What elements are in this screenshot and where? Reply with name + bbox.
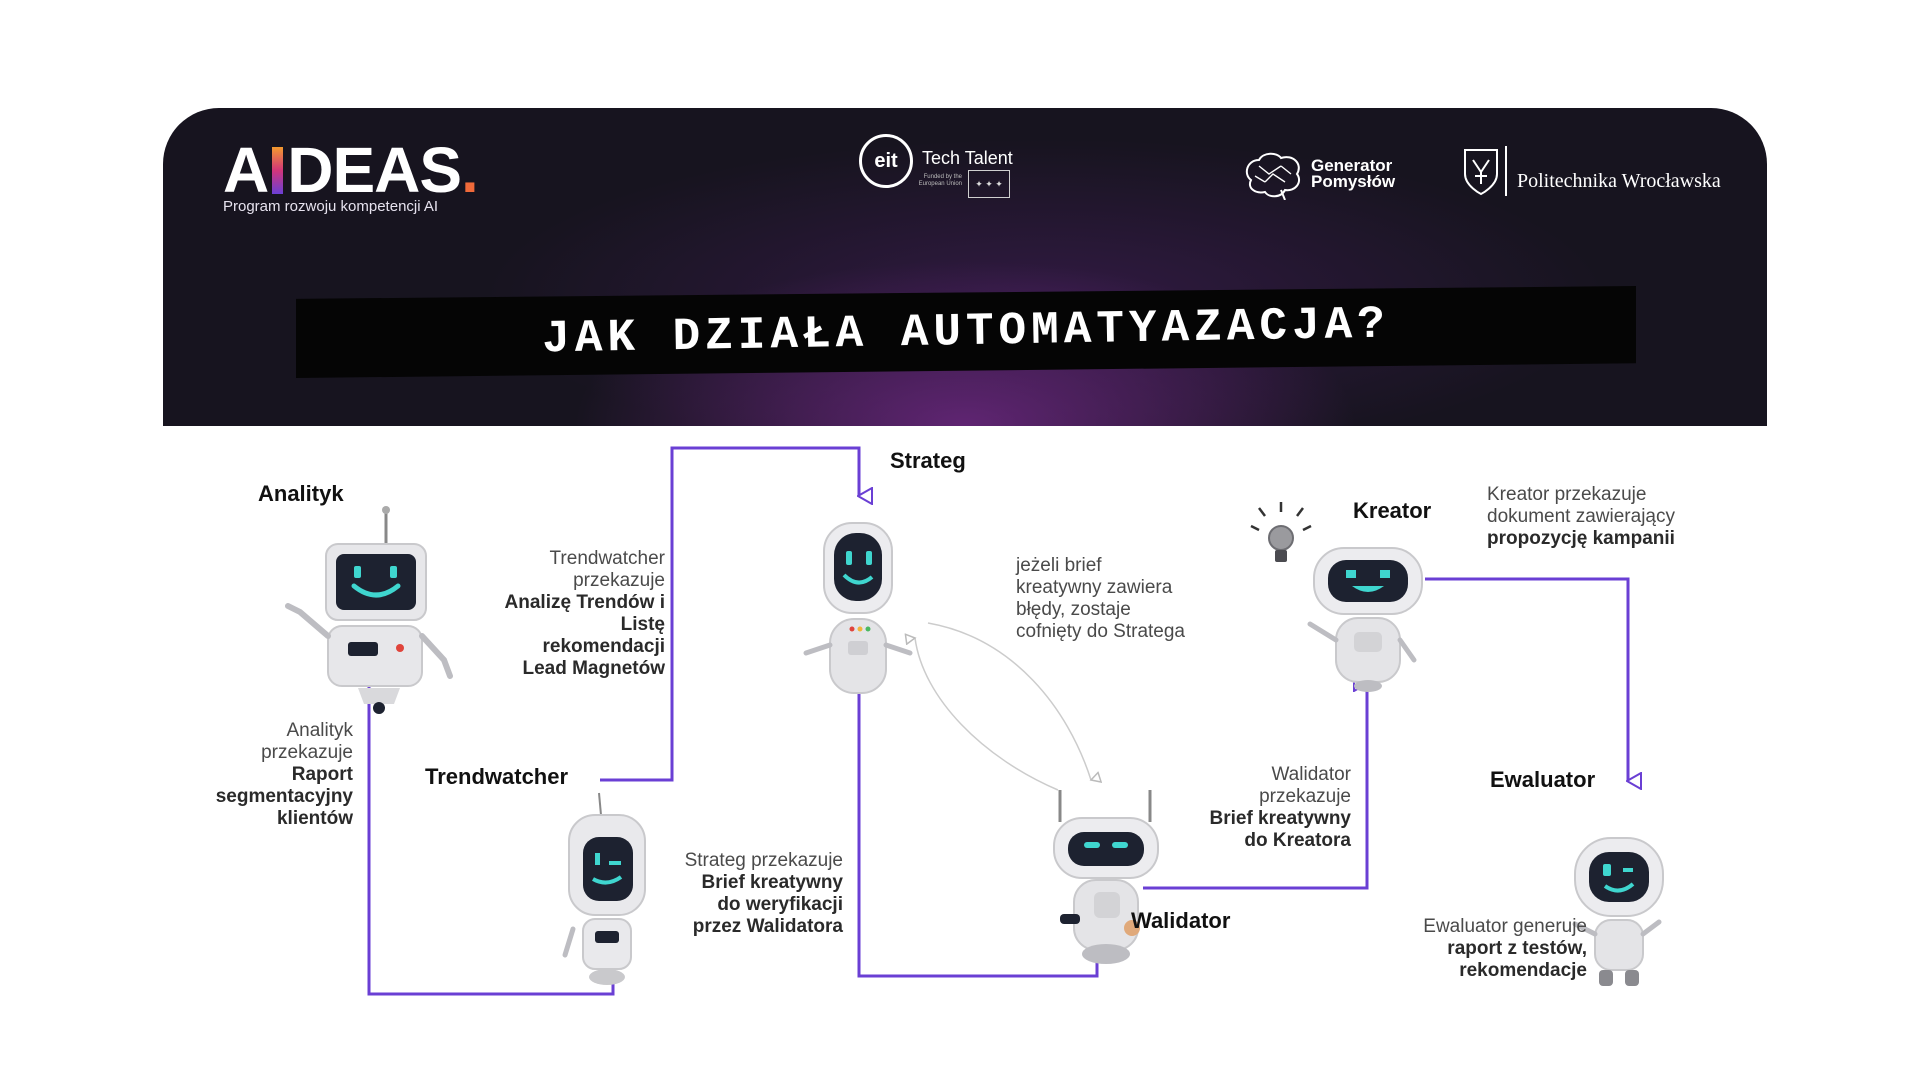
role-name-analityk: Analityk [258, 481, 344, 506]
flow-arrow-trendwatcher-strateg [600, 446, 859, 782]
feedback-arrow-to-strateg [915, 638, 1059, 791]
robot-icon-walidator [1053, 790, 1159, 964]
flow-arrow-kreator-ewaluator [1425, 577, 1628, 781]
eu-flag-icon: ✦ ✦ ✦ [968, 170, 1010, 198]
robot-icon-kreator [1307, 547, 1423, 692]
brand-subtitle: Program rozwoju kompetencji AI [223, 198, 439, 215]
role-name-strateg: Strateg [890, 448, 966, 473]
brain-icon [1245, 152, 1301, 200]
eit-name: Tech Talent [922, 148, 1013, 168]
generator-line1: Generator [1311, 156, 1393, 175]
role-name-kreator: Kreator [1353, 498, 1432, 523]
crest-icon [1459, 146, 1507, 196]
title-band [296, 286, 1636, 378]
role-name-walidator: Walidator [1131, 908, 1231, 933]
logo-i-bar [272, 147, 284, 194]
robot-icon-strateg [803, 522, 913, 694]
flow-arrow-walidator-kreator [1143, 683, 1367, 890]
step-label-feedback: jeżeli brief kreatywny zawiera błędy, zo… [1016, 555, 1185, 642]
pwr-name: Politechnika Wrocławska [1517, 170, 1721, 192]
flow-arrow-strateg-walidator [857, 673, 1097, 978]
lightbulb-icon [1250, 502, 1312, 562]
generator-line2: Pomysłów [1311, 172, 1396, 191]
robot-icon-trendwatcher [562, 792, 646, 985]
feedback-arrow-to-walidator [927, 622, 1091, 780]
role-name-trendwatcher: Trendwatcher [425, 764, 569, 789]
flow-diagram [285, 446, 1664, 996]
eu-funded-text: Funded by the European Union [918, 174, 962, 187]
role-name-ewaluator: Ewaluator [1490, 767, 1596, 792]
robot-icon-analityk [285, 506, 453, 714]
robot-icon-ewaluator [1572, 837, 1664, 986]
eit-mark: eit [859, 134, 913, 188]
